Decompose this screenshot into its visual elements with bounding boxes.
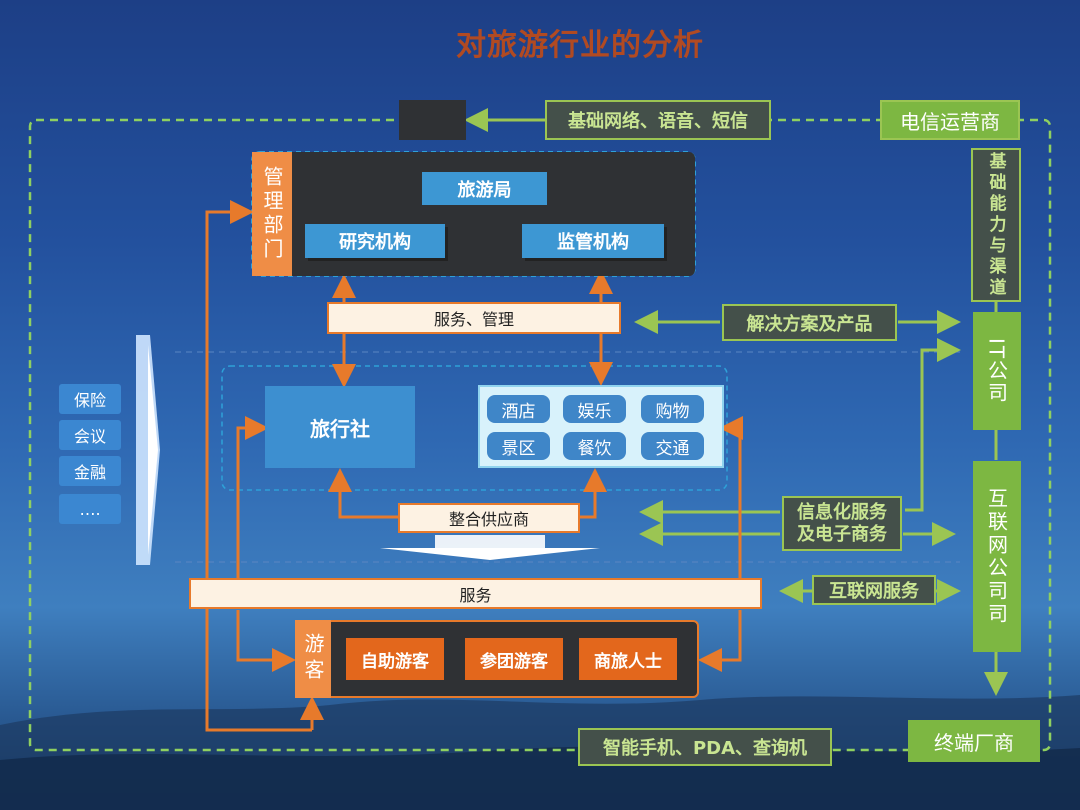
terminal-devices: 智能手机、PDA、查询机: [578, 728, 832, 766]
tourist-label: 游客: [295, 620, 331, 698]
info-service-line1: 信息化服务: [797, 501, 887, 523]
travel-agency: 旅行社: [265, 386, 415, 468]
internet-service: 互联网服务: [812, 575, 936, 605]
service-transport: 交通: [641, 432, 704, 460]
more-items: ….: [59, 494, 121, 524]
telecom-operator: 电信运营商: [880, 100, 1020, 140]
basic-ability-text: 基础能力与渠道: [985, 151, 1006, 299]
service-management: 服务、管理: [327, 302, 621, 334]
page-title: 对旅游行业的分析: [456, 28, 704, 63]
service-entertainment: 娱乐: [563, 395, 626, 423]
service-shopping: 购物: [641, 395, 704, 423]
solutions-products: 解决方案及产品: [722, 304, 897, 341]
info-service: 信息化服务 及电子商务: [782, 496, 902, 551]
service-hotel: 酒店: [487, 395, 550, 423]
integrate-supplier: 整合供应商: [398, 503, 580, 533]
service-scenic-spot: 景区: [487, 432, 550, 460]
supervision-institution: 监管机构: [522, 224, 664, 258]
network-label: 基础网络、语音、短信: [545, 100, 771, 140]
mgmt-dept-label: 管理部门: [252, 152, 292, 276]
service-dining: 餐饮: [563, 432, 626, 460]
info-service-line2: 及电子商务: [797, 523, 887, 545]
insurance: 保险: [59, 384, 121, 414]
service-bar: 服务: [189, 578, 762, 609]
terminal-maker: 终端厂商: [908, 720, 1040, 762]
dark-placeholder-box: [399, 100, 466, 140]
it-company: IT公司: [973, 312, 1021, 430]
conference: 会议: [59, 420, 121, 450]
mgmt-dept-text: 管理部门: [260, 166, 284, 262]
research-institution: 研究机构: [305, 224, 445, 258]
self-guided-tourist: 自助游客: [346, 638, 444, 680]
tourism-bureau: 旅游局: [422, 172, 547, 205]
internet-company-text: 互联网公司司: [984, 487, 1009, 626]
it-company-text: IT公司: [984, 337, 1009, 405]
finance: 金融: [59, 456, 121, 486]
internet-company: 互联网公司司: [973, 461, 1021, 652]
business-traveler: 商旅人士: [579, 638, 677, 680]
basic-ability-channel: 基础能力与渠道: [971, 148, 1021, 302]
tourist-text: 游客: [301, 633, 325, 685]
group-tourist: 参团游客: [465, 638, 563, 680]
